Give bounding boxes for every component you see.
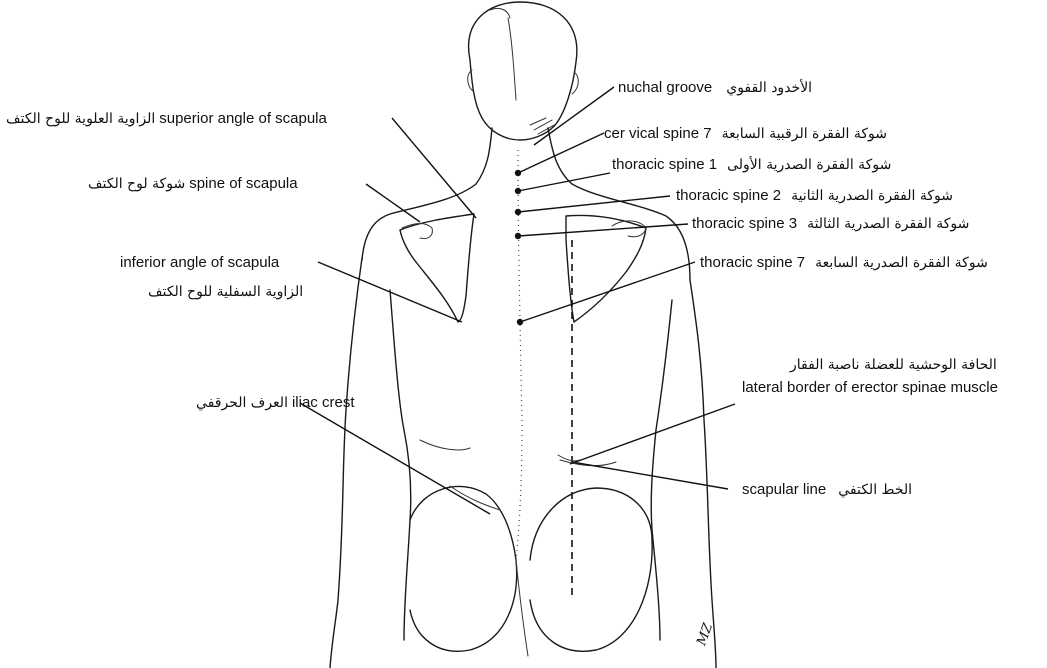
label-cervical-7-ar: شوكة الفقرة الرقبية السابعة: [722, 126, 887, 142]
arm-left-inner: [390, 290, 404, 430]
leader-iliac-crest: [300, 403, 490, 514]
label-nuchal-groove-en: nuchal groove: [618, 79, 712, 96]
label-thoracic-3-ar: شوكة الفقرة الصدرية الثالثة: [807, 216, 969, 232]
hair-part: [508, 18, 516, 100]
label-nuchal-groove-ar: الأخدود القفوي: [726, 80, 812, 96]
gluteal-cleft: [516, 560, 528, 656]
label-erector-ar: الحافة الوحشية للعضلة ناصبة الفقار: [790, 357, 997, 373]
label-inferior-angle-ar-wrap: الزاوية السفلية للوح الكتف: [148, 284, 303, 300]
scapula-left-spine: [402, 224, 432, 239]
label-thoracic-7-ar: شوكة الفقرة الصدرية السابعة: [815, 255, 988, 271]
buttock-right: [530, 488, 652, 651]
buttock-left: [410, 486, 517, 651]
label-iliac-crest-en: iliac crest: [292, 394, 355, 411]
label-superior-angle-ar: الزاوية العلوية للوح الكتف: [6, 111, 155, 127]
leader-nuchal-groove: [534, 87, 614, 145]
label-thoracic-3-en: thoracic spine 3: [692, 215, 797, 232]
label-thoracic-7: thoracic spine 7 شوكة الفقرة الصدرية الس…: [700, 255, 988, 271]
dot-thoracic-2: [515, 209, 521, 215]
neck-right: [548, 128, 690, 280]
label-thoracic-1-ar: شوكة الفقرة الصدرية الأولى: [727, 157, 891, 173]
hair-curl: [490, 8, 510, 18]
label-thoracic-2-ar: شوكة الفقرة الصدرية الثانية: [791, 188, 953, 204]
dot-cervical-7: [515, 170, 521, 176]
scapula-left: [400, 214, 474, 322]
lower-back-left: [420, 440, 470, 450]
label-superior-angle: الزاوية العلوية للوح الكتف superior angl…: [6, 111, 327, 127]
label-spine-of-scapula-en: spine of scapula: [189, 175, 297, 192]
label-scapular-line: scapular line الخط الكتفي: [742, 482, 912, 498]
leader-thoracic-3: [518, 224, 688, 236]
label-erector-ar-wrap: الحافة الوحشية للعضلة ناصبة الفقار: [790, 357, 997, 373]
label-thoracic-2: thoracic spine 2 شوكة الفقرة الصدرية الث…: [676, 188, 953, 204]
torso-right-side: [651, 430, 660, 640]
label-thoracic-2-en: thoracic spine 2: [676, 187, 781, 204]
leader-erector: [570, 404, 735, 464]
label-spine-of-scapula: شوكة لوح الكتف spine of scapula: [88, 176, 298, 192]
leader-scapular-line: [572, 462, 728, 489]
label-iliac-crest: العرف الحرقفي iliac crest: [196, 395, 354, 411]
label-superior-angle-en: superior angle of scapula: [159, 110, 327, 127]
label-inferior-angle-ar: الزاوية السفلية للوح الكتف: [148, 284, 303, 300]
label-nuchal-groove: nuchal groove الأخدود القفوي: [618, 80, 812, 96]
dot-thoracic-7: [517, 319, 523, 325]
label-iliac-crest-ar: العرف الحرقفي: [196, 395, 288, 411]
leader-spine-of-scapula: [366, 184, 420, 222]
label-erector-en: lateral border of erector spinae muscle: [742, 379, 998, 396]
arm-left-outer: [330, 258, 362, 668]
label-thoracic-3: thoracic spine 3 شوكة الفقرة الصدرية الث…: [692, 216, 969, 232]
label-erector-en-wrap: lateral border of erector spinae muscle: [742, 380, 998, 396]
torso-left-side: [404, 430, 411, 640]
label-thoracic-7-en: thoracic spine 7: [700, 254, 805, 271]
label-cervical-7: cer vical spine 7 شوكة الفقرة الرقبية ال…: [604, 126, 887, 142]
label-inferior-angle-en: inferior angle of scapula: [120, 254, 279, 271]
dot-thoracic-3: [515, 233, 521, 239]
label-thoracic-1: thoracic spine 1 شوكة الفقرة الصدرية الأ…: [612, 157, 891, 173]
dot-thoracic-1: [515, 188, 521, 194]
leader-thoracic-7: [520, 262, 695, 322]
label-scapular-line-ar: الخط الكتفي: [838, 482, 912, 498]
label-thoracic-1-en: thoracic spine 1: [612, 156, 717, 173]
arm-right-inner: [656, 300, 672, 430]
arm-right-outer: [690, 280, 716, 668]
head-outline: [469, 2, 577, 140]
label-spine-of-scapula-ar: شوكة لوح الكتف: [88, 176, 185, 192]
label-cervical-7-en: cer vical spine 7: [604, 125, 712, 142]
label-scapular-line-en: scapular line: [742, 481, 826, 498]
label-inferior-angle-en-wrap: inferior angle of scapula: [120, 255, 279, 271]
neck-left: [362, 128, 492, 260]
